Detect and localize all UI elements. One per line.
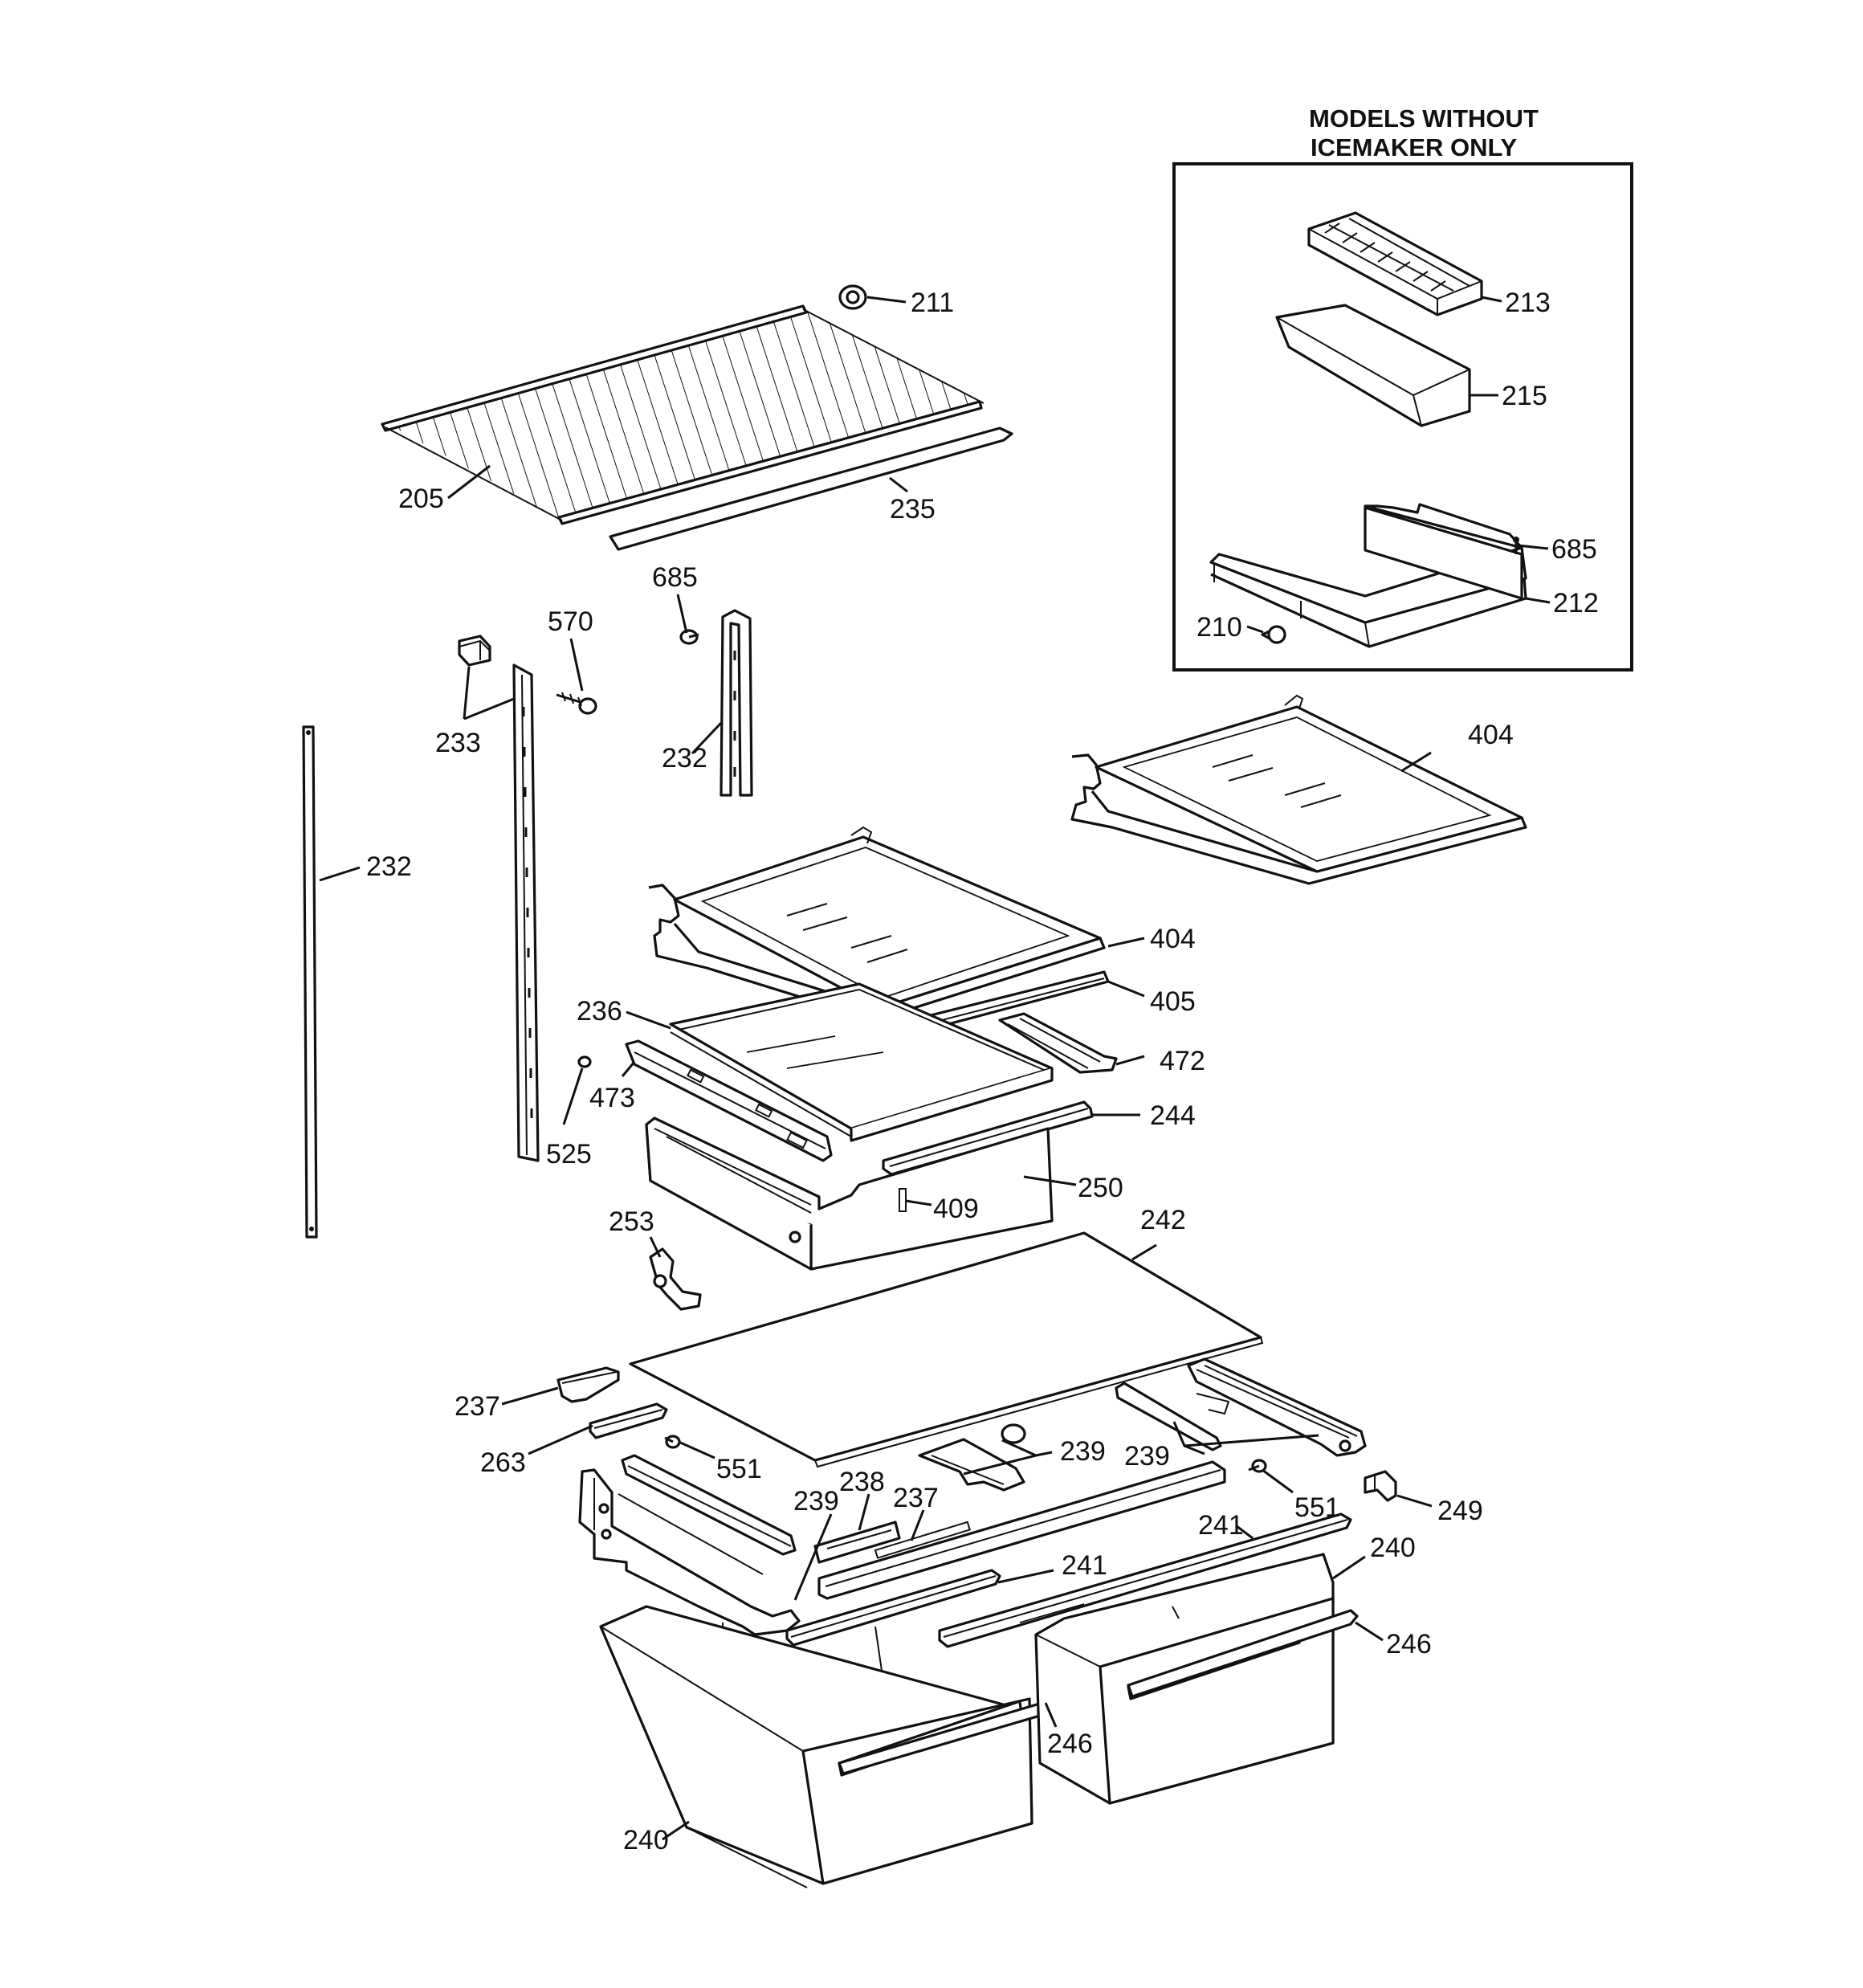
handle-246-right <box>1127 1609 1359 1698</box>
callout-246-left: 246 <box>1047 1729 1093 1759</box>
callout-238: 238 <box>839 1467 885 1497</box>
rail-237-front <box>817 1460 1226 1600</box>
glass-shelf-404-left <box>648 826 1106 1022</box>
callout-246-right: 246 <box>1386 1629 1432 1659</box>
leader-lines <box>319 296 1551 1841</box>
grommet-211 <box>838 284 867 310</box>
callout-241-left: 241 <box>1062 1550 1107 1581</box>
callout-404-right: 404 <box>1468 720 1514 750</box>
callout-212: 212 <box>1553 588 1599 618</box>
inset-models-without-icemaker: MODELS WITHOUT ICEMAKER ONLY <box>1172 104 1633 672</box>
rail-472 <box>998 1012 1118 1074</box>
callout-210: 210 <box>1196 612 1242 643</box>
inset-title-line1: MODELS WITHOUT <box>1309 104 1539 133</box>
ice-bin-215 <box>1275 304 1471 427</box>
screw-685-main <box>679 629 699 645</box>
rail-241-left <box>785 1569 1001 1647</box>
glass-shelf-404-right <box>1070 694 1527 885</box>
shelf-ladder-center <box>512 663 540 1162</box>
callout-239-right: 239 <box>1124 1441 1170 1472</box>
crisper-pan-236 <box>669 982 1054 1142</box>
rail-244 <box>882 1100 1094 1176</box>
callout-205: 205 <box>398 484 444 514</box>
screw-685-inset <box>1513 537 1519 554</box>
screw-551-right <box>1248 1459 1267 1473</box>
callout-570: 570 <box>548 606 593 637</box>
callout-405: 405 <box>1150 986 1196 1017</box>
callout-240-right: 240 <box>1370 1533 1416 1563</box>
callout-240-left: 240 <box>623 1825 669 1855</box>
drawer-250 <box>645 1116 1054 1271</box>
rail-237-left <box>556 1366 620 1403</box>
callout-235: 235 <box>890 494 936 525</box>
icemaker-rack-212 <box>1209 503 1527 648</box>
callout-472: 472 <box>1160 1046 1205 1076</box>
rail-239-right <box>1115 1382 1222 1451</box>
shelf-ladder-232-right <box>720 609 753 797</box>
callout-409: 409 <box>933 1194 979 1224</box>
callout-239-center: 239 <box>1060 1436 1106 1467</box>
plug-210 <box>1261 625 1286 644</box>
screw-551-left <box>664 1435 681 1449</box>
callout-213: 213 <box>1505 288 1551 318</box>
callout-253: 253 <box>609 1206 654 1237</box>
slide-rail-473 <box>625 1039 833 1162</box>
callout-239-left: 239 <box>793 1486 839 1517</box>
ice-tray-213 <box>1307 211 1483 316</box>
clip-233 <box>458 635 491 667</box>
callout-244: 244 <box>1150 1100 1196 1131</box>
shelf-trim-235 <box>609 427 1013 551</box>
rail-right-long <box>1187 1357 1367 1457</box>
inset-frame <box>1172 162 1633 672</box>
clip-249 <box>1364 1470 1397 1502</box>
callout-211: 211 <box>911 288 954 318</box>
callout-233: 233 <box>435 728 481 758</box>
rail-263 <box>589 1402 668 1439</box>
rail-241-right <box>938 1512 1352 1648</box>
callout-232-right: 232 <box>662 743 707 774</box>
callout-551-right: 551 <box>1294 1492 1340 1523</box>
screw-570 <box>556 692 597 715</box>
inset-title-line2: ICEMAKER ONLY <box>1311 133 1518 161</box>
callout-404-left: 404 <box>1150 924 1196 954</box>
callout-241-right: 241 <box>1198 1510 1244 1541</box>
callout-249: 249 <box>1437 1496 1483 1526</box>
callout-250: 250 <box>1078 1173 1123 1203</box>
shelf-ladder-232-left <box>302 725 318 1239</box>
side-bracket-239-left <box>578 1454 801 1636</box>
callout-236: 236 <box>577 996 622 1027</box>
callout-215: 215 <box>1502 381 1547 411</box>
roller-bracket-239 <box>918 1423 1026 1492</box>
label-238 <box>813 1521 901 1564</box>
callout-525: 525 <box>546 1139 592 1170</box>
screw-525 <box>577 1055 592 1068</box>
callout-551-left: 551 <box>716 1454 762 1484</box>
callout-237-left: 237 <box>455 1391 500 1422</box>
callout-685-inset: 685 <box>1551 534 1597 565</box>
callout-232-left: 232 <box>366 851 412 882</box>
callout-685: 685 <box>652 562 698 593</box>
callout-263: 263 <box>480 1447 526 1478</box>
callout-labels: 211 213 215 685 212 210 205 235 685 570 … <box>366 288 1599 1855</box>
bracket-253 <box>649 1247 702 1311</box>
glass-cover-242 <box>629 1231 1264 1468</box>
callout-473: 473 <box>589 1083 635 1113</box>
callout-237-front: 237 <box>893 1483 939 1513</box>
callout-242: 242 <box>1140 1205 1186 1235</box>
wire-shelf-205 <box>381 304 984 525</box>
